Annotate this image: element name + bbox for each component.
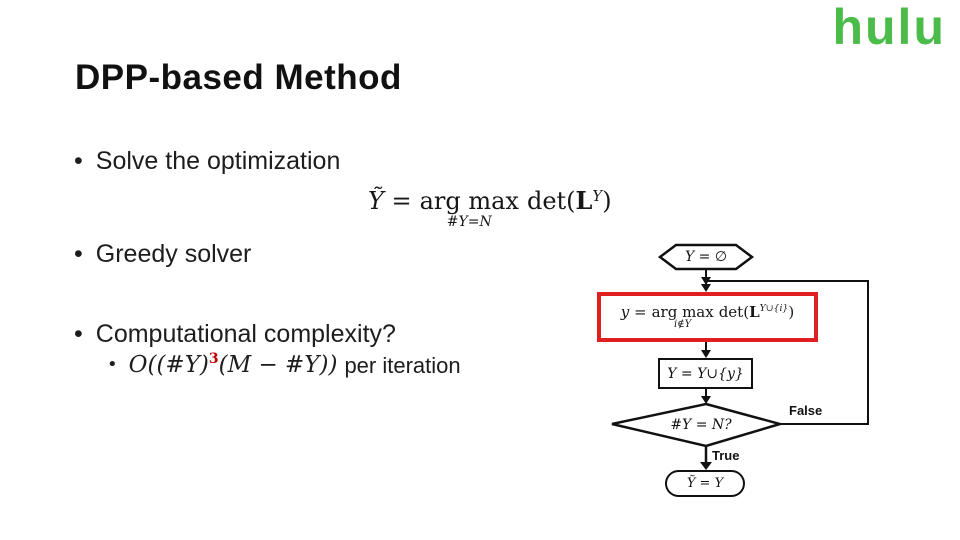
step-argmax-constraint: i∉Y [674, 319, 692, 331]
argmax-stack: arg max#Y=N [420, 188, 519, 230]
step-lhs: y = [620, 302, 647, 321]
true-branch-label: True [712, 448, 740, 463]
arrowhead [701, 277, 711, 285]
flowchart-result-label: Ỹ = Y [686, 476, 724, 491]
bullet-icon: • [74, 240, 83, 268]
bullet-text: Computational complexity? [95, 320, 396, 348]
step-det-open: det( [718, 302, 750, 321]
bullet-computational-complexity: • Computational complexity? [74, 320, 396, 349]
complexity-rest: (M − #Y)) [218, 352, 338, 378]
det-close: ) [602, 187, 612, 215]
bullet-text: Solve the optimization [95, 147, 341, 175]
complexity-subbullet: • O((#Y) 3 (M − #Y)) per iteration [107, 352, 461, 378]
formula-lhs: Ỹ = [368, 187, 412, 215]
step-kernel-subscript: Y∪{i} [759, 302, 789, 314]
complexity-exponent: 3 [208, 351, 219, 367]
arrowhead [700, 462, 712, 470]
optimization-formula: Ỹ = arg max#Y=N det( L Y ) [368, 186, 612, 230]
complexity-tail: per iteration [344, 353, 461, 378]
bullet-greedy-solver: • Greedy solver [74, 240, 251, 269]
arrowhead [701, 284, 711, 292]
argmax-constraint: #Y=N [446, 213, 492, 230]
bullet-icon: • [74, 320, 83, 348]
flowchart-update-label: Y = Y∪{y} [667, 365, 744, 382]
step-argmax-operator: arg max [651, 302, 714, 321]
flowchart-init-label: Y = ∅ [684, 249, 728, 265]
false-branch-label: False [789, 403, 823, 418]
bullet-icon: • [74, 147, 83, 175]
flowchart-result-terminator: Ỹ = Y [665, 470, 745, 497]
det-open: det( [526, 187, 576, 215]
step-det-close: ) [788, 302, 795, 321]
flowchart-update-box: Y = Y∪{y} [658, 358, 753, 389]
arrowhead [701, 396, 711, 404]
kernel-matrix: L [575, 186, 593, 215]
kernel-matrix-subscript: Y [592, 187, 603, 205]
page-title: DPP-based Method [75, 58, 402, 97]
bullet-text: Greedy solver [95, 240, 252, 268]
hulu-logo: hulu [832, 0, 946, 55]
flowchart-condition-label: #Y = N? [670, 417, 732, 433]
argmax-operator: arg max [419, 187, 519, 215]
step-kernel-matrix: L [749, 302, 760, 321]
bullet-icon: • [107, 354, 118, 375]
bullet-solve-optimization: • Solve the optimization [74, 147, 340, 176]
arrowhead [701, 350, 711, 358]
complexity-bigo: O((#Y) [128, 352, 209, 378]
